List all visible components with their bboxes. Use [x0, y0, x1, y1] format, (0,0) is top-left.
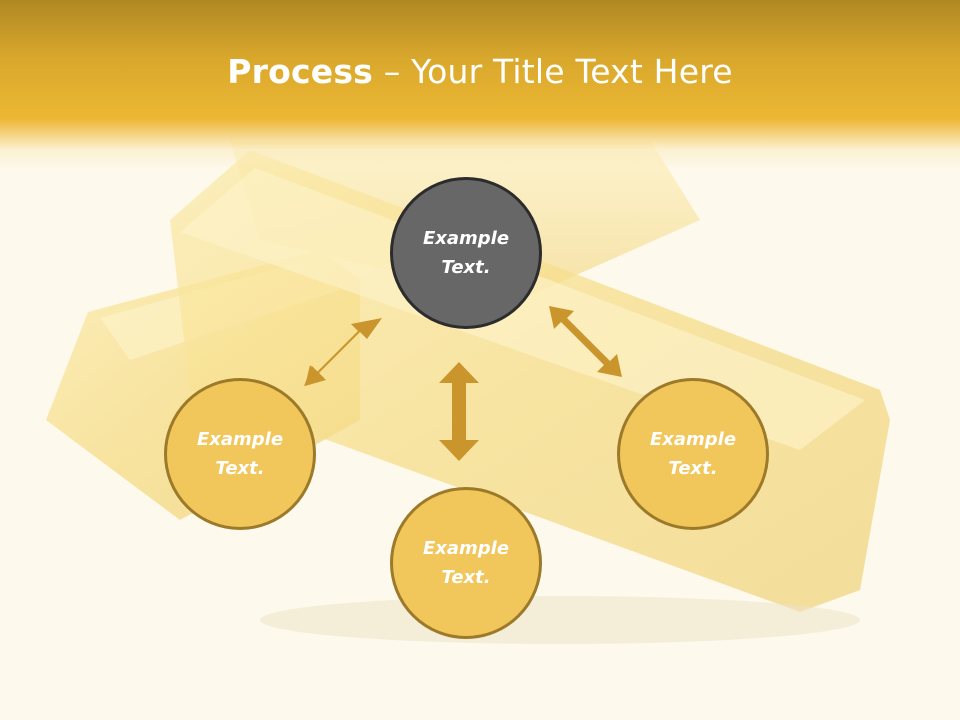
title-bold: Process [227, 52, 374, 91]
left-node[interactable]: Example Text. [164, 378, 316, 530]
center-node-line2: Text. [441, 257, 491, 278]
right-node[interactable]: Example Text. [617, 378, 769, 530]
arrow-left-diagonal-shaft [305, 318, 382, 386]
bottom-node[interactable]: Example Text. [390, 487, 542, 639]
left-node-line2: Text. [215, 458, 265, 479]
bottom-node-line2: Text. [441, 567, 491, 588]
arrow-right-diagonal [549, 306, 622, 377]
title-rest: – Your Title Text Here [373, 52, 733, 91]
right-node-line2: Text. [668, 458, 718, 479]
left-node-line1: Example [196, 429, 284, 450]
center-node-line1: Example [422, 228, 510, 249]
title-band [0, 0, 960, 170]
bottom-node-line1: Example [422, 538, 510, 559]
slide-title: Process – Your Title Text Here [0, 52, 960, 91]
arrow-vertical [439, 362, 479, 461]
center-node[interactable]: Example Text. [390, 177, 542, 329]
right-node-line1: Example [649, 429, 737, 450]
